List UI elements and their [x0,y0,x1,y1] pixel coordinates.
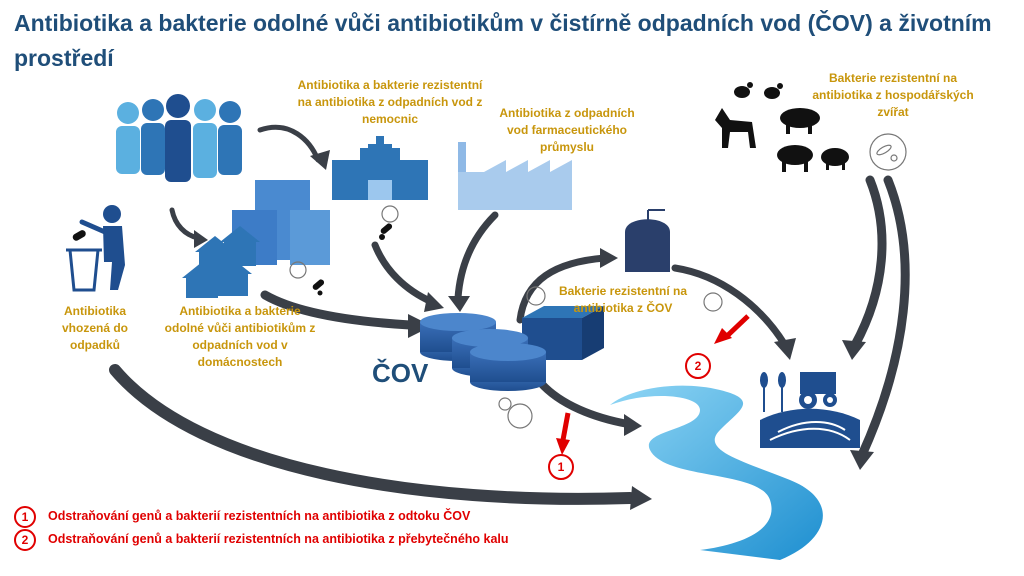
label-cov-out: Bakterie rezistentní na antibiotika z ČO… [558,284,688,315]
red-arrows [556,314,750,455]
flow-arrows [109,124,910,505]
legend-text: Odstraňování genů a bakterií rezistentní… [48,509,471,523]
factory-icon [458,142,572,210]
arrow-people-to-hospital [257,124,321,163]
label-pharma: Antibiotika z odpadních vod farmaceutick… [499,106,635,154]
bacteria-icon [289,133,907,429]
trash-icon [66,205,125,292]
farm-animals-icon [715,82,849,172]
marker-1: 1 [548,454,574,480]
page-title: Antibiotika a bakterie odolné vůči antib… [14,10,992,71]
arrow-households-to-cov [260,290,415,330]
arrow-livestock-to-agri [850,175,887,350]
arrow-hospital-to-cov [371,241,436,306]
label-households: Antibiotika a bakterie odolné vůči antib… [164,304,316,369]
people-icon [116,94,242,182]
label-hospital: Antibiotika a bakterie rezistentní na an… [297,78,483,126]
label-livestock: Bakterie rezistentní na antibiotika z ho… [812,71,974,119]
label-trash: Antibiotika vhozená do odpadků [61,304,128,352]
arrow-livestock-to-river [857,175,910,460]
river-icon [610,385,823,560]
arrow-tank-to-agri [671,264,789,349]
houses-icon [182,180,330,298]
legend-number: 1 [14,505,36,528]
arrow-cov-to-river [536,378,632,428]
hospital-icon [332,136,428,200]
legend-item-1: 1 Odstraňování genů a bakterií rezistentn… [14,505,471,528]
tank-icon [625,209,670,272]
treatment-plant-icon [420,306,604,391]
label-cov: ČOV [372,358,429,388]
agriculture-icon [760,372,860,448]
legend-item-2: 2 Odstraňování genů a bakterií rezistentn… [14,528,509,551]
legend-text: Odstraňování genů a bakterií rezistentní… [48,532,509,546]
arrow-trash-to-river [109,364,636,505]
arrow-pharma-to-cov [454,211,499,302]
marker-2: 2 [685,353,711,379]
legend-number: 2 [14,528,36,551]
arrow-cov-to-tank [516,254,609,324]
